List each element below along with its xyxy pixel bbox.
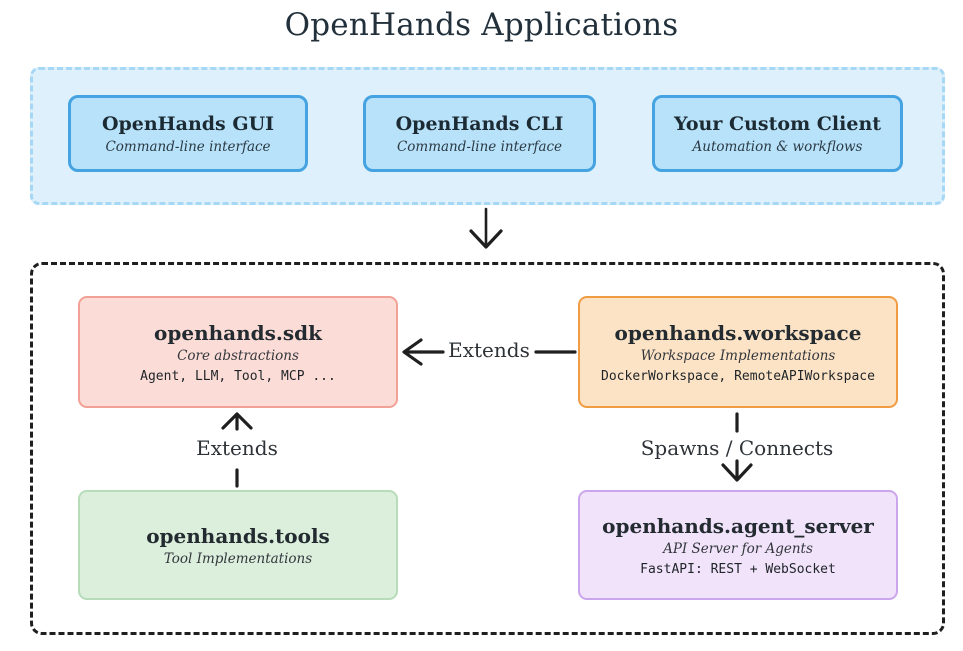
node-openhands-sdk: openhands.sdk Core abstractions Agent, L… (78, 296, 398, 408)
node-subtitle: Command-line interface (105, 138, 271, 155)
node-title: openhands.tools (146, 523, 330, 548)
node-title: openhands.sdk (154, 320, 322, 345)
node-title: Your Custom Client (673, 112, 882, 135)
core-packages-container (30, 262, 945, 635)
node-openhands-cli: OpenHands CLI Command-line interface (363, 95, 596, 172)
node-title: OpenHands GUI (101, 112, 275, 135)
node-code: DockerWorkspace, RemoteAPIWorkspace (601, 368, 875, 384)
node-code: FastAPI: REST + WebSocket (640, 561, 836, 577)
node-openhands-workspace: openhands.workspace Workspace Implementa… (578, 296, 898, 408)
node-subtitle: Tool Implementations (163, 550, 313, 567)
node-your-custom-client: Your Custom Client Automation & workflow… (652, 95, 903, 172)
node-openhands-gui: OpenHands GUI Command-line interface (68, 95, 308, 172)
node-subtitle: Core abstractions (177, 347, 299, 364)
node-subtitle: Automation & workflows (692, 138, 863, 155)
node-title: openhands.agent_server (602, 513, 874, 538)
node-openhands-agent-server: openhands.agent_server API Server for Ag… (578, 490, 898, 600)
edge-label-extends-workspace-to-sdk: Extends (448, 338, 530, 362)
node-title: openhands.workspace (614, 320, 862, 345)
node-code: Agent, LLM, Tool, MCP ... (140, 368, 336, 384)
edge-label-extends-tools-to-sdk: Extends (196, 436, 278, 460)
node-subtitle: Workspace Implementations (640, 347, 836, 364)
node-subtitle: Command-line interface (396, 138, 563, 155)
node-openhands-tools: openhands.tools Tool Implementations (78, 490, 398, 600)
node-subtitle: API Server for Agents (663, 540, 813, 557)
page-title: OpenHands Applications (284, 7, 679, 43)
arrow-down-clients-to-core-icon (469, 207, 503, 249)
edge-label-spawns-connects: Spawns / Connects (640, 436, 834, 460)
node-title: OpenHands CLI (395, 112, 564, 135)
